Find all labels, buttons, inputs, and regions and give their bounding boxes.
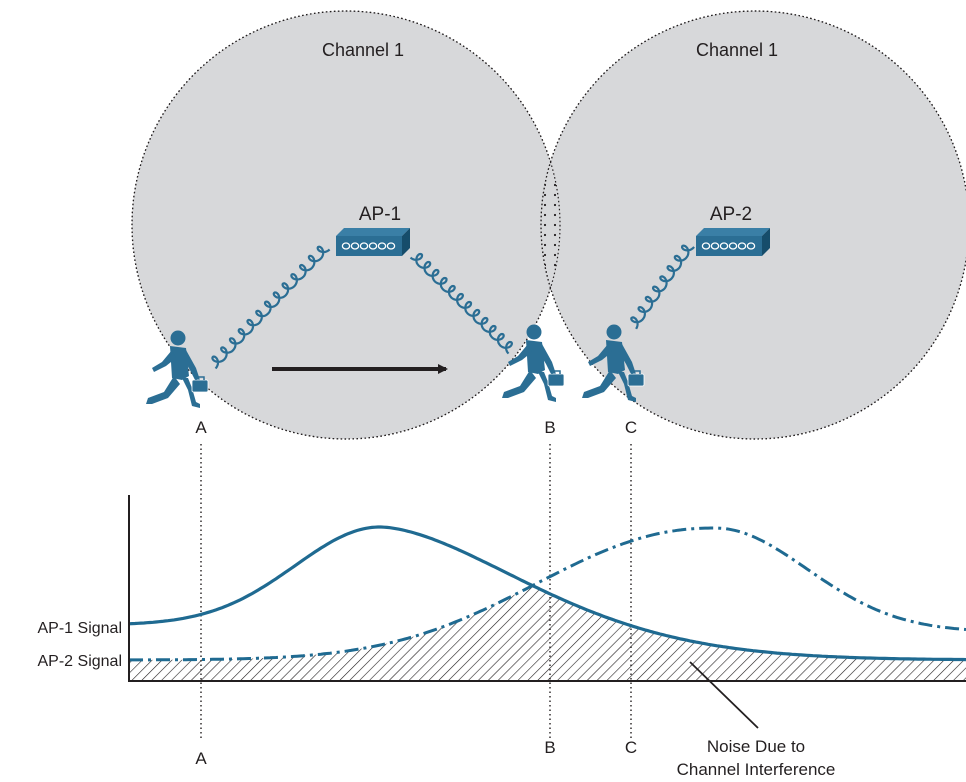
signal-wave-icon (409, 252, 514, 355)
wireless-access-point-icon (695, 227, 771, 257)
cell-1-label: Channel 1 (322, 40, 404, 60)
noise-note-line-2: Channel Interference (677, 760, 836, 779)
position-c-label: C (625, 418, 637, 437)
signal-wave-icon (630, 244, 695, 330)
ap-2-signal-label: AP-2 Signal (38, 653, 123, 670)
noise-callout-line (689, 661, 759, 729)
cell-2-coverage (540, 10, 966, 440)
position-a-label: A (195, 418, 207, 437)
ap-1-signal-label: AP-1 Signal (38, 620, 123, 637)
position-b-bottom-label: B (544, 738, 555, 757)
ap-1-label: AP-1 (359, 204, 401, 225)
position-a-bottom-label: A (195, 749, 207, 768)
ap-2-signal-curve (129, 526, 966, 662)
cell-2-label: Channel 1 (696, 40, 778, 60)
noise-note-line-1: Noise Due to (707, 737, 805, 756)
ap-2-label: AP-2 (710, 204, 752, 225)
ap-1-signal-curve (128, 525, 966, 662)
position-c-bottom-label: C (625, 738, 637, 757)
signal-wave-icon (211, 245, 331, 370)
wireless-access-point-icon (335, 227, 411, 257)
interference-noise-area (129, 586, 966, 681)
position-b-label: B (544, 418, 555, 437)
